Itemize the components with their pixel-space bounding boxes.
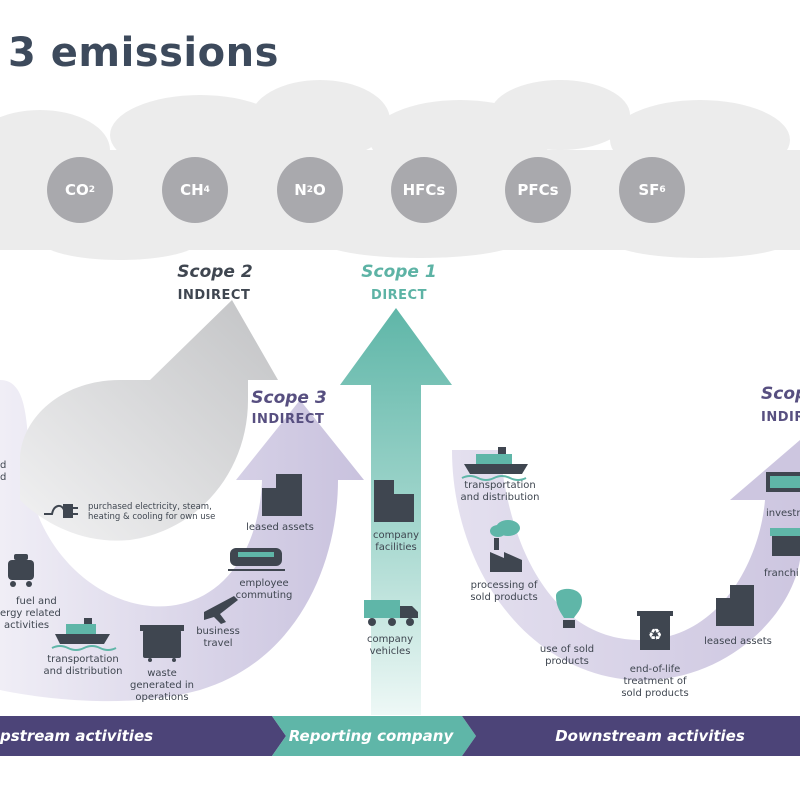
factory-icon (490, 520, 522, 572)
gas-hfcs: HFCs (391, 157, 457, 223)
downstream-activities-label: Downstream activities (555, 727, 745, 745)
purchased-electricity-label: purchased electricity, steam,heating & c… (88, 502, 216, 522)
scope3-left-title: Scope 3 (251, 388, 327, 408)
svg-text:♻: ♻ (648, 625, 662, 644)
scope3-left-subtitle: INDIRECT (251, 412, 325, 427)
investments-label: investm (766, 508, 800, 519)
building-icon-downstream (716, 585, 754, 626)
scope1-subtitle: DIRECT (371, 288, 427, 303)
activity-bar (0, 716, 800, 756)
leased-assets-downstream-label: leased assets (704, 636, 772, 647)
building-icon (262, 474, 302, 516)
light-bulb-icon (556, 588, 582, 628)
cash-icon (766, 472, 800, 492)
upstream-activities-label: pstream activities (0, 727, 154, 745)
scope3-right-subtitle: INDIR (761, 410, 800, 425)
ship-icon (51, 618, 117, 651)
truck-icon (364, 600, 418, 626)
page-title: 3 emissions (8, 30, 279, 76)
dumpster-icon (140, 625, 184, 662)
gas-pfcs: PFCs (505, 157, 571, 223)
ship-icon-downstream (461, 447, 528, 481)
recycle-bin-icon: ♻ (637, 611, 673, 650)
airplane-icon (204, 596, 238, 624)
train-icon (228, 548, 285, 571)
scope3-right-title: Scop (761, 384, 800, 404)
leased-assets-upstream-label: leased assets (246, 522, 314, 533)
scope2-title: Scope 2 (177, 262, 253, 282)
plug-icon (44, 504, 78, 518)
company-building-icon (374, 480, 414, 522)
downstream-band (452, 450, 800, 681)
scope1-title: Scope 1 (361, 262, 437, 282)
fuel-wagon-icon (8, 554, 34, 587)
shop-icon (770, 528, 800, 556)
franchises-label: franchi (764, 568, 799, 579)
scope2-subtitle: INDIRECT (177, 288, 251, 303)
reporting-company-label: Reporting company (288, 727, 454, 745)
scope2-arrow (20, 300, 278, 541)
